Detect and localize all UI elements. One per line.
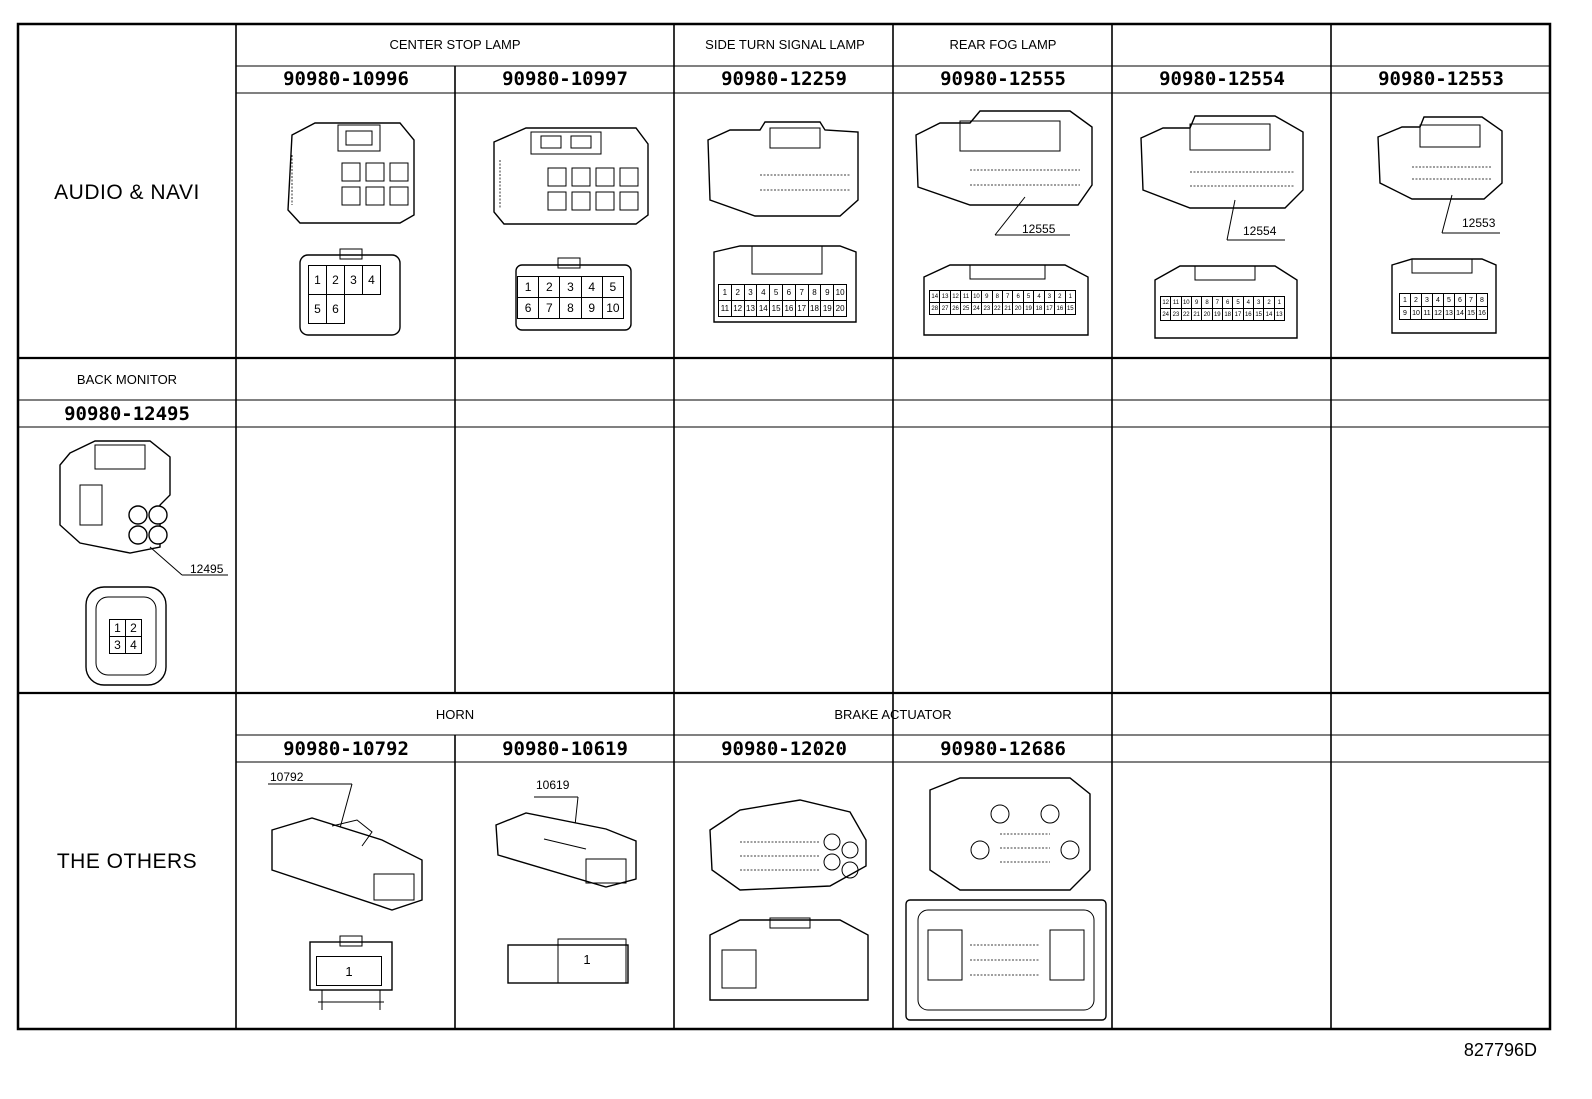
pin-cell: 18 <box>807 300 822 317</box>
pin-cell: 1 <box>109 619 126 637</box>
connector-12020-drawing <box>709 799 869 1001</box>
callout-10792: 10792 <box>270 770 304 784</box>
pin-cell: 1 <box>718 284 732 301</box>
part-number-12555: 90980-12555 <box>940 68 1066 90</box>
part-number-12686: 90980-12686 <box>940 738 1066 760</box>
pin-cell: 1 <box>308 265 327 295</box>
pin-grid-10619: 1 <box>562 946 612 972</box>
pin-cell: 15 <box>769 300 783 317</box>
pin-10792-1: 1 <box>345 963 353 979</box>
pin-cell: 14 <box>756 300 771 317</box>
group-side-turn-signal-lamp: SIDE TURN SIGNAL LAMP <box>705 37 865 52</box>
pin-cell: 20 <box>833 300 847 317</box>
group-center-stop-lamp: CENTER STOP LAMP <box>389 37 521 52</box>
connector-12686-drawing <box>905 777 1107 1021</box>
pin-cell: 5 <box>308 294 327 324</box>
pin-cell: 15 <box>1465 306 1477 320</box>
pin-cell: 2 <box>125 619 142 637</box>
part-number-10792: 90980-10792 <box>283 738 409 760</box>
pin-cell: 9 <box>580 297 603 319</box>
pin-cell: 4 <box>125 636 142 654</box>
pin-cell: 4 <box>362 265 381 295</box>
pin-cell: 1 <box>517 276 540 298</box>
pin-cell: 15 <box>1064 302 1076 315</box>
pin-cell: 2 <box>730 284 745 301</box>
part-number-10996: 90980-10996 <box>283 68 409 90</box>
part-number-10619: 90980-10619 <box>502 738 628 760</box>
pin-cell: 3 <box>743 284 758 301</box>
part-number-12020: 90980-12020 <box>721 738 847 760</box>
pin-cell: 10 <box>833 284 847 301</box>
pin-cell: 6 <box>326 294 345 324</box>
pin-cell: 8 <box>559 297 582 319</box>
pin-cell: 4 <box>756 284 771 301</box>
pin-cell: 19 <box>820 300 835 317</box>
pin-cell: 3 <box>109 636 126 654</box>
group-rear-fog-lamp: REAR FOG LAMP <box>949 37 1057 52</box>
pin-cell: 16 <box>1476 306 1488 320</box>
pin-cell: 10 <box>601 297 624 319</box>
group-brake-actuator: BRAKE ACTUATOR <box>834 707 952 722</box>
pin-cell: 13 <box>1273 308 1285 321</box>
pin-cell: 7 <box>794 284 809 301</box>
pin-cell: 17 <box>794 300 809 317</box>
part-number-12495: 90980-12495 <box>64 403 190 425</box>
section-back-monitor: BACK MONITOR <box>76 372 178 387</box>
part-number-12554: 90980-12554 <box>1159 68 1285 90</box>
pin-cell: 3 <box>344 265 363 295</box>
connector-10792-drawing <box>268 783 423 1010</box>
callout-10619: 10619 <box>536 778 570 792</box>
section-the-others: THE OTHERS <box>56 850 198 873</box>
pin-10619-1: 1 <box>583 951 591 967</box>
diagram-code: 827796D <box>1463 1040 1537 1060</box>
pin-cell: 4 <box>580 276 603 298</box>
part-number-10997: 90980-10997 <box>502 68 628 90</box>
pin-cell: 7 <box>538 297 561 319</box>
part-number-12259: 90980-12259 <box>721 68 847 90</box>
section-audio-navi: AUDIO & NAVI <box>54 181 200 204</box>
group-horn: HORN <box>435 707 475 722</box>
pin-cell: 5 <box>769 284 783 301</box>
pin-cell: 8 <box>807 284 822 301</box>
pin-cell: 12 <box>730 300 745 317</box>
connector-10619-drawing <box>495 796 637 984</box>
pin-cell: 16 <box>782 300 796 317</box>
pin-grid-10792: 1 <box>316 956 382 986</box>
pin-cell: 2 <box>326 265 345 295</box>
pin-cell: 9 <box>820 284 835 301</box>
callout-12495: 12495 <box>190 562 224 576</box>
pin-cell: 13 <box>743 300 758 317</box>
pin-cell: 6 <box>517 297 540 319</box>
pin-cell: 6 <box>782 284 796 301</box>
pin-cell: 11 <box>718 300 732 317</box>
pin-cell: 2 <box>538 276 561 298</box>
pin-cell: 3 <box>559 276 582 298</box>
pin-cell: 8 <box>1476 293 1488 307</box>
callout-12554: 12554 <box>1243 224 1277 238</box>
callout-12555: 12555 <box>1022 222 1056 236</box>
part-number-12553: 90980-12553 <box>1378 68 1504 90</box>
pin-cell: 5 <box>601 276 624 298</box>
callout-12553: 12553 <box>1462 216 1496 230</box>
